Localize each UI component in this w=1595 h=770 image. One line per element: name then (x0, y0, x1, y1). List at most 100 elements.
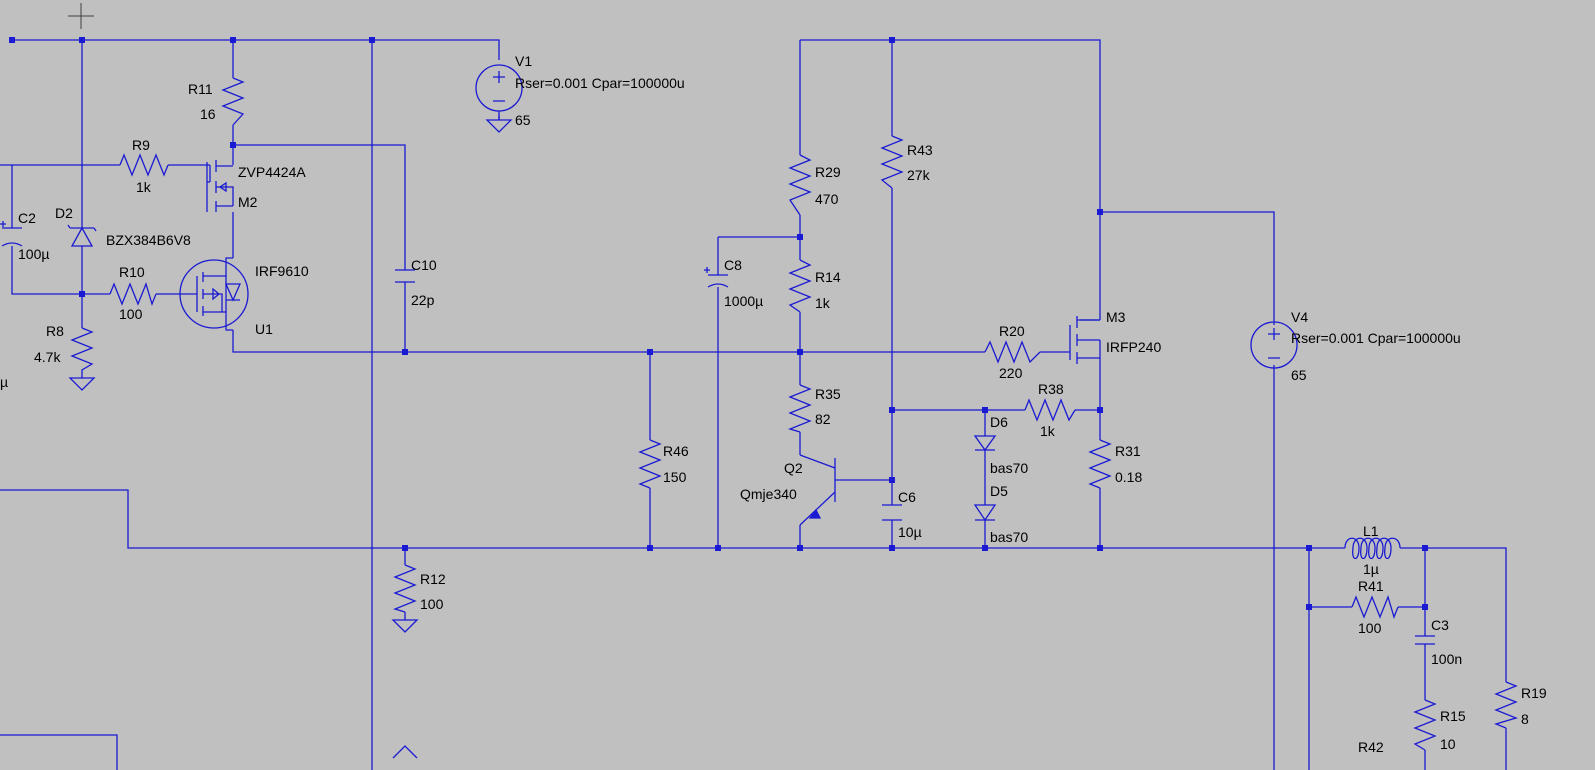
label-r31-value: 0.18 (1115, 469, 1142, 485)
voltage-source-v1[interactable] (475, 64, 523, 120)
capacitor-c3 (1415, 635, 1435, 645)
resistor-r9 (119, 153, 169, 177)
label-u1: U1 (255, 321, 273, 337)
label-r14: R14 (815, 269, 841, 285)
label-r11-value: 16 (200, 106, 216, 122)
label-l1-value: 1µ (1363, 561, 1379, 577)
wires (0, 39, 1507, 770)
resistor-r20 (984, 340, 1041, 364)
label-r12-value: 100 (420, 596, 444, 612)
label-c6-value: 10µ (898, 524, 922, 540)
label-r9-value: 1k (136, 179, 152, 195)
label-r12: R12 (420, 571, 446, 587)
label-r38-value: 1k (1040, 423, 1056, 439)
label-u1-model: IRF9610 (255, 263, 309, 279)
label-r11: R11 (188, 81, 213, 97)
label-d5-model: bas70 (990, 529, 1028, 545)
resistor-r8 (70, 327, 94, 378)
label-c8: C8 (724, 257, 742, 273)
label-r29: R29 (815, 164, 841, 180)
ground-icon (485, 119, 513, 133)
label-left-fragment: µ (0, 374, 8, 390)
resistor-r10 (109, 282, 157, 306)
capacitor-c6 (882, 504, 902, 521)
label-m2: M2 (238, 194, 258, 210)
label-r8: R8 (46, 323, 64, 339)
ground-icon (391, 619, 419, 633)
label-r35: R35 (815, 386, 841, 402)
diode-d5 (973, 504, 997, 522)
label-c8-value: 1000µ (724, 293, 763, 309)
label-r43-value: 27k (907, 167, 931, 183)
label-r19: R19 (1521, 685, 1547, 701)
label-d2: D2 (55, 205, 73, 221)
label-r15-value: 10 (1440, 736, 1456, 752)
resistor-r14 (788, 259, 812, 313)
label-v4-value: 65 (1291, 367, 1307, 383)
capacitor-c8 (704, 267, 729, 288)
label-r46: R46 (663, 443, 689, 459)
label-m3-model: IRFP240 (1106, 339, 1161, 355)
label-r41-value: 100 (1358, 620, 1382, 636)
label-v4: V4 (1291, 309, 1308, 325)
label-v1-value: 65 (515, 112, 531, 128)
label-r41: R41 (1358, 578, 1384, 594)
label-c10-value: 22p (411, 292, 435, 308)
resistor-r43 (880, 135, 904, 189)
label-d6: D6 (990, 414, 1008, 430)
junction-dots (9, 37, 1428, 610)
inductor-l1 (1344, 537, 1401, 560)
capacitor-c2 (0, 221, 23, 247)
label-r10: R10 (119, 264, 145, 280)
label-d6-model: bas70 (990, 460, 1028, 476)
label-d5: D5 (990, 483, 1008, 499)
resistor-r35 (788, 384, 812, 433)
label-d2-model: BZX384B6V8 (106, 232, 191, 248)
resistor-r15 (1413, 699, 1437, 751)
label-q2: Q2 (784, 460, 803, 476)
crosshair-cursor (68, 3, 94, 29)
voltage-source-v4[interactable] (1250, 321, 1298, 369)
label-r46-value: 150 (663, 469, 687, 485)
ground-icon (68, 377, 96, 391)
label-r29-value: 470 (815, 191, 839, 207)
label-r15: R15 (1440, 708, 1466, 724)
label-r8-value: 4.7k (34, 349, 61, 365)
zener-diode-d2 (67, 224, 97, 247)
resistor-r11 (221, 77, 245, 126)
bjt-q2 (799, 454, 836, 526)
label-v4-params: Rser=0.001 Cpar=100000u (1291, 330, 1461, 346)
label-r35-value: 82 (815, 411, 831, 427)
label-r43: R43 (907, 142, 933, 158)
resistor-r19 (1494, 681, 1518, 729)
resistor-r31 (1088, 439, 1112, 489)
label-q2-model: Qmje340 (740, 486, 797, 502)
label-r19-value: 8 (1521, 711, 1529, 727)
label-m2-model: ZVP4424A (238, 164, 306, 180)
label-r42: R42 (1358, 739, 1384, 755)
label-c2-value: 100µ (18, 246, 49, 262)
label-m3: M3 (1106, 309, 1126, 325)
label-r20-value: 220 (999, 365, 1023, 381)
label-l1: L1 (1363, 523, 1379, 539)
resistor-r41 (1351, 595, 1399, 619)
mosfet-m2 (206, 160, 234, 212)
label-r14-value: 1k (815, 295, 831, 311)
label-c2: C2 (18, 210, 36, 226)
resistor-r38 (1024, 398, 1076, 422)
mosfet-m3 (1058, 306, 1101, 364)
label-r20: R20 (999, 323, 1025, 339)
capacitor-c10 (395, 269, 415, 283)
label-r9: R9 (132, 137, 150, 153)
label-r31: R31 (1115, 443, 1141, 459)
label-v1-params: Rser=0.001 Cpar=100000u (515, 75, 685, 91)
label-r38: R38 (1038, 381, 1064, 397)
label-v1: V1 (515, 53, 532, 69)
component-labels: V1 Rser=0.001 Cpar=100000u 65 R11 16 R9 … (0, 53, 1547, 755)
pmos-u1 (179, 257, 249, 331)
label-c3: C3 (1431, 617, 1449, 633)
resistor-r29 (788, 154, 812, 216)
diode-d6 (973, 435, 997, 452)
resistor-r46 (638, 439, 662, 489)
